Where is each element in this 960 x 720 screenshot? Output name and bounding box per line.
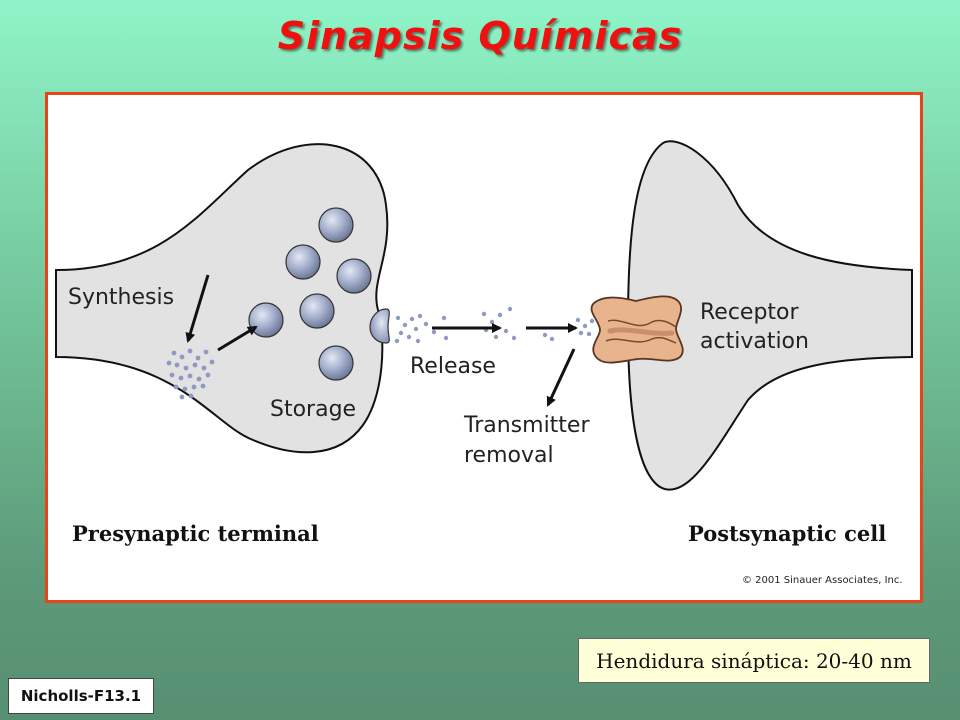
vesicle [318, 207, 354, 243]
receptor-activation-label-line1: Receptor [700, 300, 799, 325]
vesicle [285, 244, 321, 280]
receptor [590, 295, 684, 364]
vesicle [318, 345, 354, 381]
presynaptic-terminal-label: Presynaptic terminal [72, 521, 319, 546]
transmitter-synthesis-cluster [166, 348, 215, 400]
figure-reference: Nicholls-F13.1 [8, 678, 154, 714]
synaptic-cleft-note: Hendidura sináptica: 20-40 nm [578, 638, 930, 683]
removal-arrow [546, 348, 576, 407]
synthesis-label: Synthesis [68, 285, 175, 310]
synapse-diagram [55, 140, 913, 491]
copyright-notice: © 2001 Sinauer Associates, Inc. [742, 575, 903, 586]
storage-arrow [217, 325, 258, 352]
transmitter-removal-label-line2: removal [464, 443, 554, 468]
postsynaptic-cell-label: Postsynaptic cell [688, 521, 887, 546]
fusing-vesicle [369, 308, 390, 344]
storage-label: Storage [270, 397, 357, 422]
transmitter-release-cloud [394, 313, 449, 344]
transmitter-removal-label-line1: Transmitter [464, 413, 590, 438]
vesicle [299, 293, 335, 329]
presynaptic-terminal [55, 143, 389, 454]
slide-title: Sinapsis Químicas [277, 14, 683, 58]
release-label: Release [410, 354, 496, 379]
synapse-figure: Synthesis Storage Release Receptor activ… [45, 92, 923, 603]
vesicle [248, 302, 284, 338]
vesicle [336, 258, 372, 294]
synthesis-arrow [185, 274, 210, 343]
receptor-activation-label-line2: activation [700, 329, 809, 354]
transmitter-diffusing [481, 306, 595, 342]
